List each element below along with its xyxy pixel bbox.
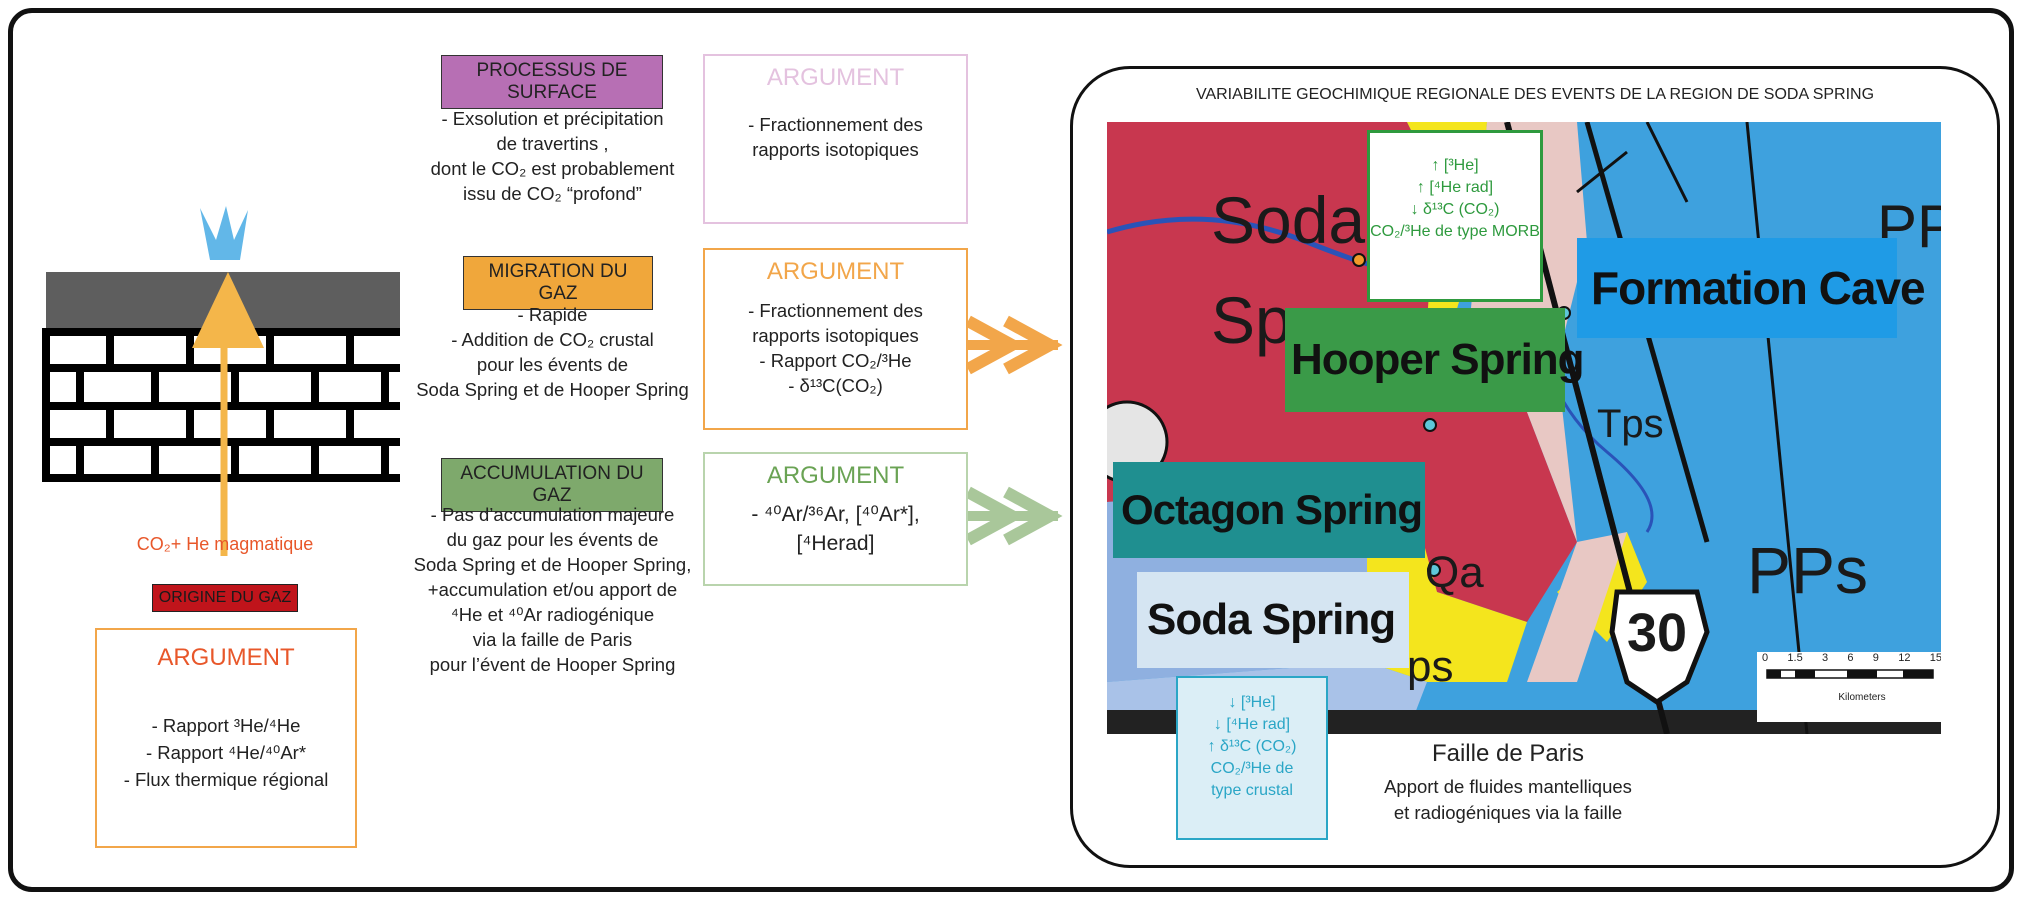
text-line: dont le CO₂ est probablement [430,158,675,179]
info-line: ↑ [³He] [1431,157,1479,174]
scale-tick: 6 [1847,652,1854,664]
text-line: pour l’évent de Hooper Spring [429,654,676,675]
fault-description: Apport de fluides mantelliques et radiog… [1348,774,1668,826]
text-line: ⁴He et ⁴⁰Ar radiogénique [450,604,655,625]
map-text-ppps: PPs [1747,533,1869,607]
argument-line: - Rapport CO₂/³He [759,350,912,371]
scale-ticks: 0 1.5 3 6 9 12 15 [1762,652,1941,664]
map-text-soda: Soda [1211,183,1366,257]
scale-tick: 1.5 [1787,652,1803,664]
crustal-signature-box: ↓ [³He] ↓ [⁴He rad] ↑ δ¹³C (CO₂) CO₂/³He… [1176,676,1328,840]
fault-line: Apport de fluides mantelliques [1384,776,1632,797]
origin-argument-line: - Rapport ⁴He/⁴⁰Ar* [145,742,307,763]
text-line: du gaz pour les évents de [446,529,659,550]
migration-argument-title: ARGUMENT [766,258,905,285]
accumulation-text: - Pas d’accumulation majeure du gaz pour… [400,502,705,677]
geologic-map: Soda Sp PP Tps PPs Qa ps 30 Hooper Sprin… [1107,122,1941,734]
text-line: - Rapide [517,304,588,325]
accumulation-header: ACCUMULATION DU GAZ [441,458,663,512]
argument-line: rapports isotopiques [752,139,919,160]
co2-magmatic-label: CO₂+ He magmatique [136,534,314,554]
surface-process-text: - Exsolution et précipitation de travert… [400,106,705,206]
text-line: Soda Spring et de Hooper Spring, [413,554,692,575]
conduit-triangle [192,272,264,348]
fault-title: Faille de Paris [1431,740,1585,767]
map-text-qa: Qa [1425,548,1484,597]
text-line: - Pas d’accumulation majeure [430,504,675,525]
outer-frame [8,8,2014,892]
info-line: CO₂/³He de [1210,760,1294,777]
origin-argument-box: ARGUMENT - Rapport ³He/⁴He - Rapport ⁴He… [95,628,357,848]
formation-cave-label: Formation Cave [1577,238,1926,338]
argument-line: rapports isotopiques [752,325,919,346]
fault-line: et radiogéniques via la faille [1393,802,1623,823]
map-text-tps: Tps [1597,402,1664,446]
text-line: via la faille de Paris [472,629,633,650]
argument-line: - Fractionnement des [748,114,923,135]
octagon-spring-label: Octagon Spring [1113,462,1425,558]
argument-line: [⁴Herad] [796,532,875,555]
info-line: ↑ δ¹³C (CO₂) [1207,738,1297,755]
scale-tick: 3 [1821,652,1829,664]
migration-argument-box: ARGUMENT - Fractionnement des rapports i… [703,248,968,430]
origin-argument-line: - Rapport ³He/⁴He [151,715,301,736]
info-line: type crustal [1211,782,1293,799]
scale-unit: Kilometers [1807,692,1917,703]
migration-text: - Rapide - Addition de CO₂ crustal pour … [400,302,705,402]
hooper-spring-label: Hooper Spring [1285,308,1585,412]
accumulation-argument-title: ARGUMENT [766,462,905,489]
text-line: de travertins , [496,133,609,154]
surface-process-header: PROCESSUS DE SURFACE [441,55,663,109]
map-title: VARIABILITE GEOCHIMIQUE REGIONALE DES EV… [1195,86,1875,103]
surface-argument-box: ARGUMENT - Fractionnement des rapports i… [703,54,968,224]
origin-argument-title: ARGUMENT [157,644,295,671]
info-line: ↓ [³He] [1228,694,1276,711]
info-line: ↑ [⁴He rad] [1416,179,1494,196]
text-line: - Addition de CO₂ crustal [451,329,654,350]
argument-line: - Fractionnement des [748,300,923,321]
info-line: ↓ δ¹³C (CO₂) [1410,201,1500,218]
surface-argument-title: ARGUMENT [766,64,905,91]
mantle-signature-box: ↑ [³He] ↑ [⁴He rad] ↓ δ¹³C (CO₂) CO₂/³He… [1367,130,1543,302]
scale-tick: 12 [1898,652,1911,664]
origin-argument-line: - Flux thermique régional [123,769,329,790]
orange-double-arrow-icon [968,315,1063,375]
gas-plume-icon [200,206,248,260]
text-line: Soda Spring et de Hooper Spring [416,379,689,400]
argument-line: - δ¹³C(CO₂) [788,375,883,396]
migration-header: MIGRATION DU GAZ [463,256,653,310]
accumulation-argument-box: ARGUMENT - ⁴⁰Ar/³⁶Ar, [⁴⁰Ar*], [⁴Herad] [703,452,968,586]
text-line: pour les évents de [476,354,629,375]
text-line: issu de CO₂ “profond” [463,183,642,204]
info-line: ↓ [⁴He rad] [1213,716,1291,733]
map-text-sp: Sp [1211,283,1292,357]
scale-tick: 0 [1762,652,1769,664]
scale-tick: 15 [1929,652,1941,664]
text-line: +accumulation et/ou apport de [427,579,678,600]
origin-header: ORIGINE DU GAZ [152,584,298,612]
map-text-ps: ps [1407,642,1454,691]
route-shield-number: 30 [1627,603,1688,663]
soda-spring-label: Soda Spring [1137,572,1409,668]
text-line: - Exsolution et précipitation [441,108,664,129]
argument-line: - ⁴⁰Ar/³⁶Ar, [⁴⁰Ar*], [751,503,920,526]
scale-tick: 9 [1872,652,1879,664]
green-double-arrow-icon [968,486,1063,546]
crust-section [42,206,400,556]
info-line: CO₂/³He de type MORB [1370,223,1540,240]
